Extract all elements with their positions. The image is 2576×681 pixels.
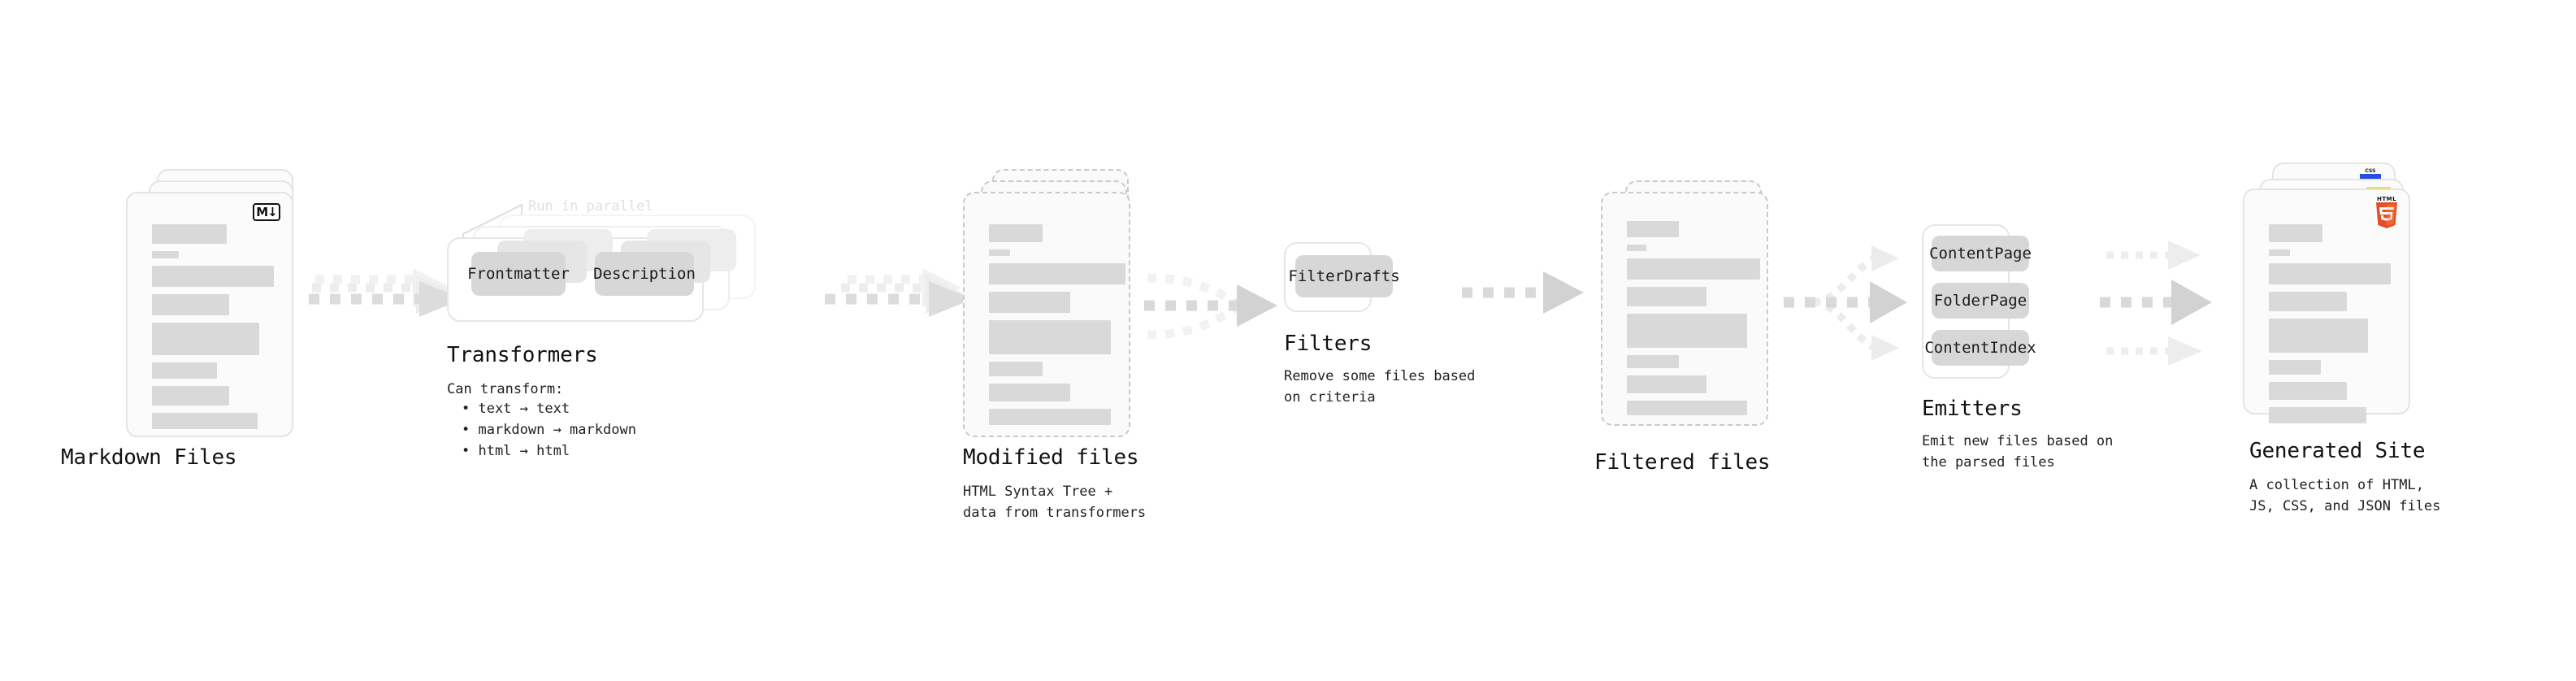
transformer-chip-frontmatter[interactable]: Frontmatter bbox=[467, 252, 570, 296]
html5-badge: HTML bbox=[2374, 197, 2399, 230]
css-badge-label: CSS bbox=[2365, 168, 2376, 174]
arrow-modified-to-filters bbox=[1144, 273, 1277, 340]
emitters-subtitle: Emit new files based on the parsed files bbox=[1922, 433, 2114, 471]
markdown-card-front: M↓ bbox=[126, 192, 293, 437]
stage-markdown-files: M↓ Markdown Files bbox=[61, 169, 313, 470]
modified-file-stack bbox=[963, 169, 1150, 437]
stage-modified-files: Modified files HTML Syntax Tree + data f… bbox=[963, 169, 1150, 521]
emitters-chip-contentindex[interactable]: ContentIndex bbox=[1924, 330, 2036, 366]
filtered-placeholder-lines bbox=[1627, 221, 1760, 423]
modified-files-subtitle: HTML Syntax Tree + data from transformer… bbox=[963, 484, 1147, 522]
filtered-file-stack bbox=[1601, 180, 1788, 440]
modified-files-title: Modified files bbox=[963, 445, 1139, 470]
modified-card-front bbox=[963, 192, 1130, 437]
transformers-title: Transformers bbox=[447, 343, 598, 367]
css-badge: CSS bbox=[2360, 169, 2381, 180]
arrow-transformers-to-modified bbox=[825, 268, 973, 317]
site-file-stack: CSS HTML bbox=[2243, 163, 2438, 439]
html5-badge-wordmark: HTML bbox=[2376, 196, 2397, 202]
filtered-files-title: Filtered files bbox=[1594, 450, 1771, 475]
markdown-file-stack: M↓ bbox=[126, 169, 313, 437]
run-in-parallel-label: Run in parallel bbox=[528, 198, 653, 215]
arrow-emitters-to-site bbox=[2100, 241, 2212, 366]
markdown-badge: M↓ bbox=[253, 203, 280, 221]
markdown-files-title: Markdown Files bbox=[61, 445, 237, 470]
filtered-card-front bbox=[1601, 192, 1768, 426]
modified-placeholder-lines bbox=[989, 224, 1125, 432]
arrow-filtered-to-emitters bbox=[1784, 245, 1907, 361]
transformer-chip-description[interactable]: Description bbox=[593, 252, 696, 296]
transformers-subtitle: Can transform: bbox=[447, 381, 564, 397]
transformers-bullet-2: • html → html bbox=[462, 443, 570, 459]
arrow-markdown-to-transformers bbox=[309, 268, 463, 317]
emitters-chip-contentpage[interactable]: ContentPage bbox=[1929, 236, 2032, 271]
filters-title: Filters bbox=[1284, 332, 1373, 356]
arrow-filters-to-filtered bbox=[1462, 271, 1584, 314]
filters-chip-filterdrafts[interactable]: FilterDrafts bbox=[1288, 255, 1400, 297]
emitters-title: Emitters bbox=[1922, 397, 2023, 421]
markdown-placeholder-lines bbox=[152, 224, 274, 436]
site-placeholder-lines bbox=[2269, 224, 2391, 431]
stage-filtered-files: Filtered files bbox=[1594, 180, 1788, 475]
filters-subtitle: Remove some files based on criteria bbox=[1284, 368, 1476, 406]
generated-site-subtitle: A collection of HTML, JS, CSS, and JSON … bbox=[2249, 477, 2441, 515]
site-card-html: HTML bbox=[2243, 189, 2410, 423]
transformers-bullet-0: • text → text bbox=[462, 401, 570, 417]
generated-site-title: Generated Site bbox=[2249, 439, 2426, 463]
transformers-bullet-1: • markdown → markdown bbox=[462, 422, 636, 438]
emitters-chip-folderpage[interactable]: FolderPage bbox=[1932, 283, 2029, 319]
stage-generated-site: CSS HTML bbox=[2243, 163, 2440, 514]
